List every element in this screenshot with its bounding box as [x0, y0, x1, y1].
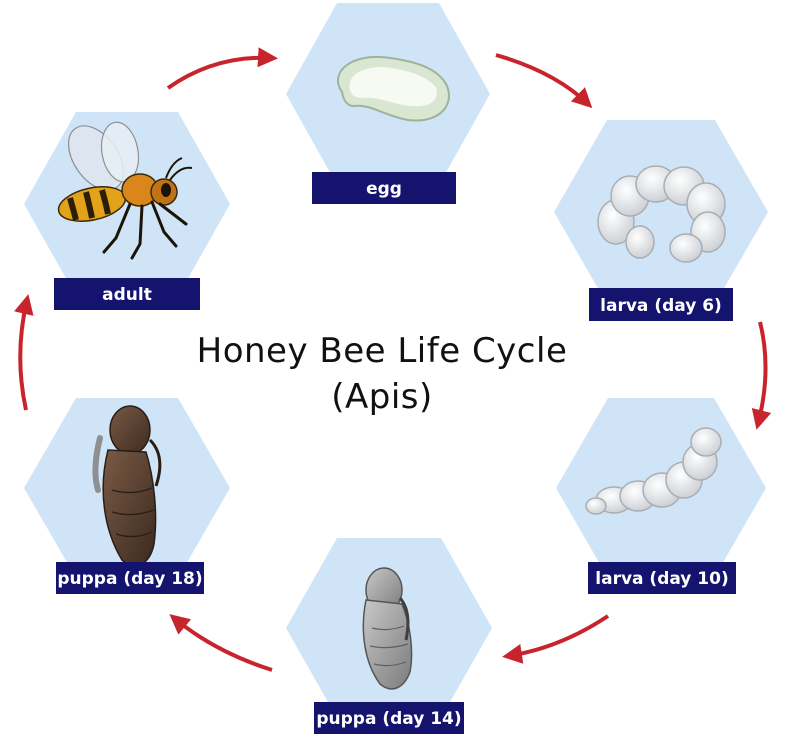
title-line-2: (Apis) — [331, 377, 433, 417]
label-box — [56, 562, 204, 594]
honey-bee-icon — [57, 121, 193, 260]
label-box — [314, 702, 464, 734]
arrow-pupa14-to-pupa18 — [169, 614, 273, 672]
stage-adult: adult — [24, 112, 230, 310]
stage-larva-day-6: larva (day 6) — [554, 120, 768, 321]
label-box — [312, 172, 456, 204]
stage-label-larva-day-10: larva (day 10) — [595, 569, 728, 589]
curled-larva-icon — [597, 165, 726, 263]
stage-label-puppa-day-14: puppa (day 14) — [316, 709, 461, 729]
label-box — [589, 288, 733, 321]
arrow-larva10-to-pupa14 — [502, 614, 610, 664]
label-box — [588, 562, 736, 594]
cycle-arrows — [14, 47, 772, 672]
egg-icon — [336, 55, 450, 122]
stage-label-egg: egg — [366, 179, 402, 199]
arrow-adult-to-egg — [166, 47, 278, 90]
arrow-pupa18-to-adult — [14, 294, 34, 411]
stage-puppa-day-18: puppa (day 18) — [24, 398, 230, 594]
stage-egg: egg — [286, 3, 490, 204]
white-pupa-icon — [362, 567, 413, 690]
label-box — [54, 278, 200, 310]
stage-puppa-day-14: puppa (day 14) — [286, 538, 492, 734]
stage-label-larva-day-6: larva (day 6) — [600, 296, 722, 316]
grown-larva-icon — [585, 427, 722, 515]
hexagon — [554, 120, 768, 304]
stage-label-adult: adult — [102, 285, 152, 305]
diagram-title: Honey Bee Life Cycle (Apis) — [197, 331, 568, 417]
stage-label-puppa-day-18: puppa (day 18) — [57, 569, 202, 589]
title-line-1: Honey Bee Life Cycle — [197, 331, 568, 371]
arrow-larva6-to-larva10 — [751, 321, 772, 430]
arrow-egg-to-larva6 — [495, 53, 593, 109]
stage-larva-day-10: larva (day 10) — [556, 398, 766, 594]
